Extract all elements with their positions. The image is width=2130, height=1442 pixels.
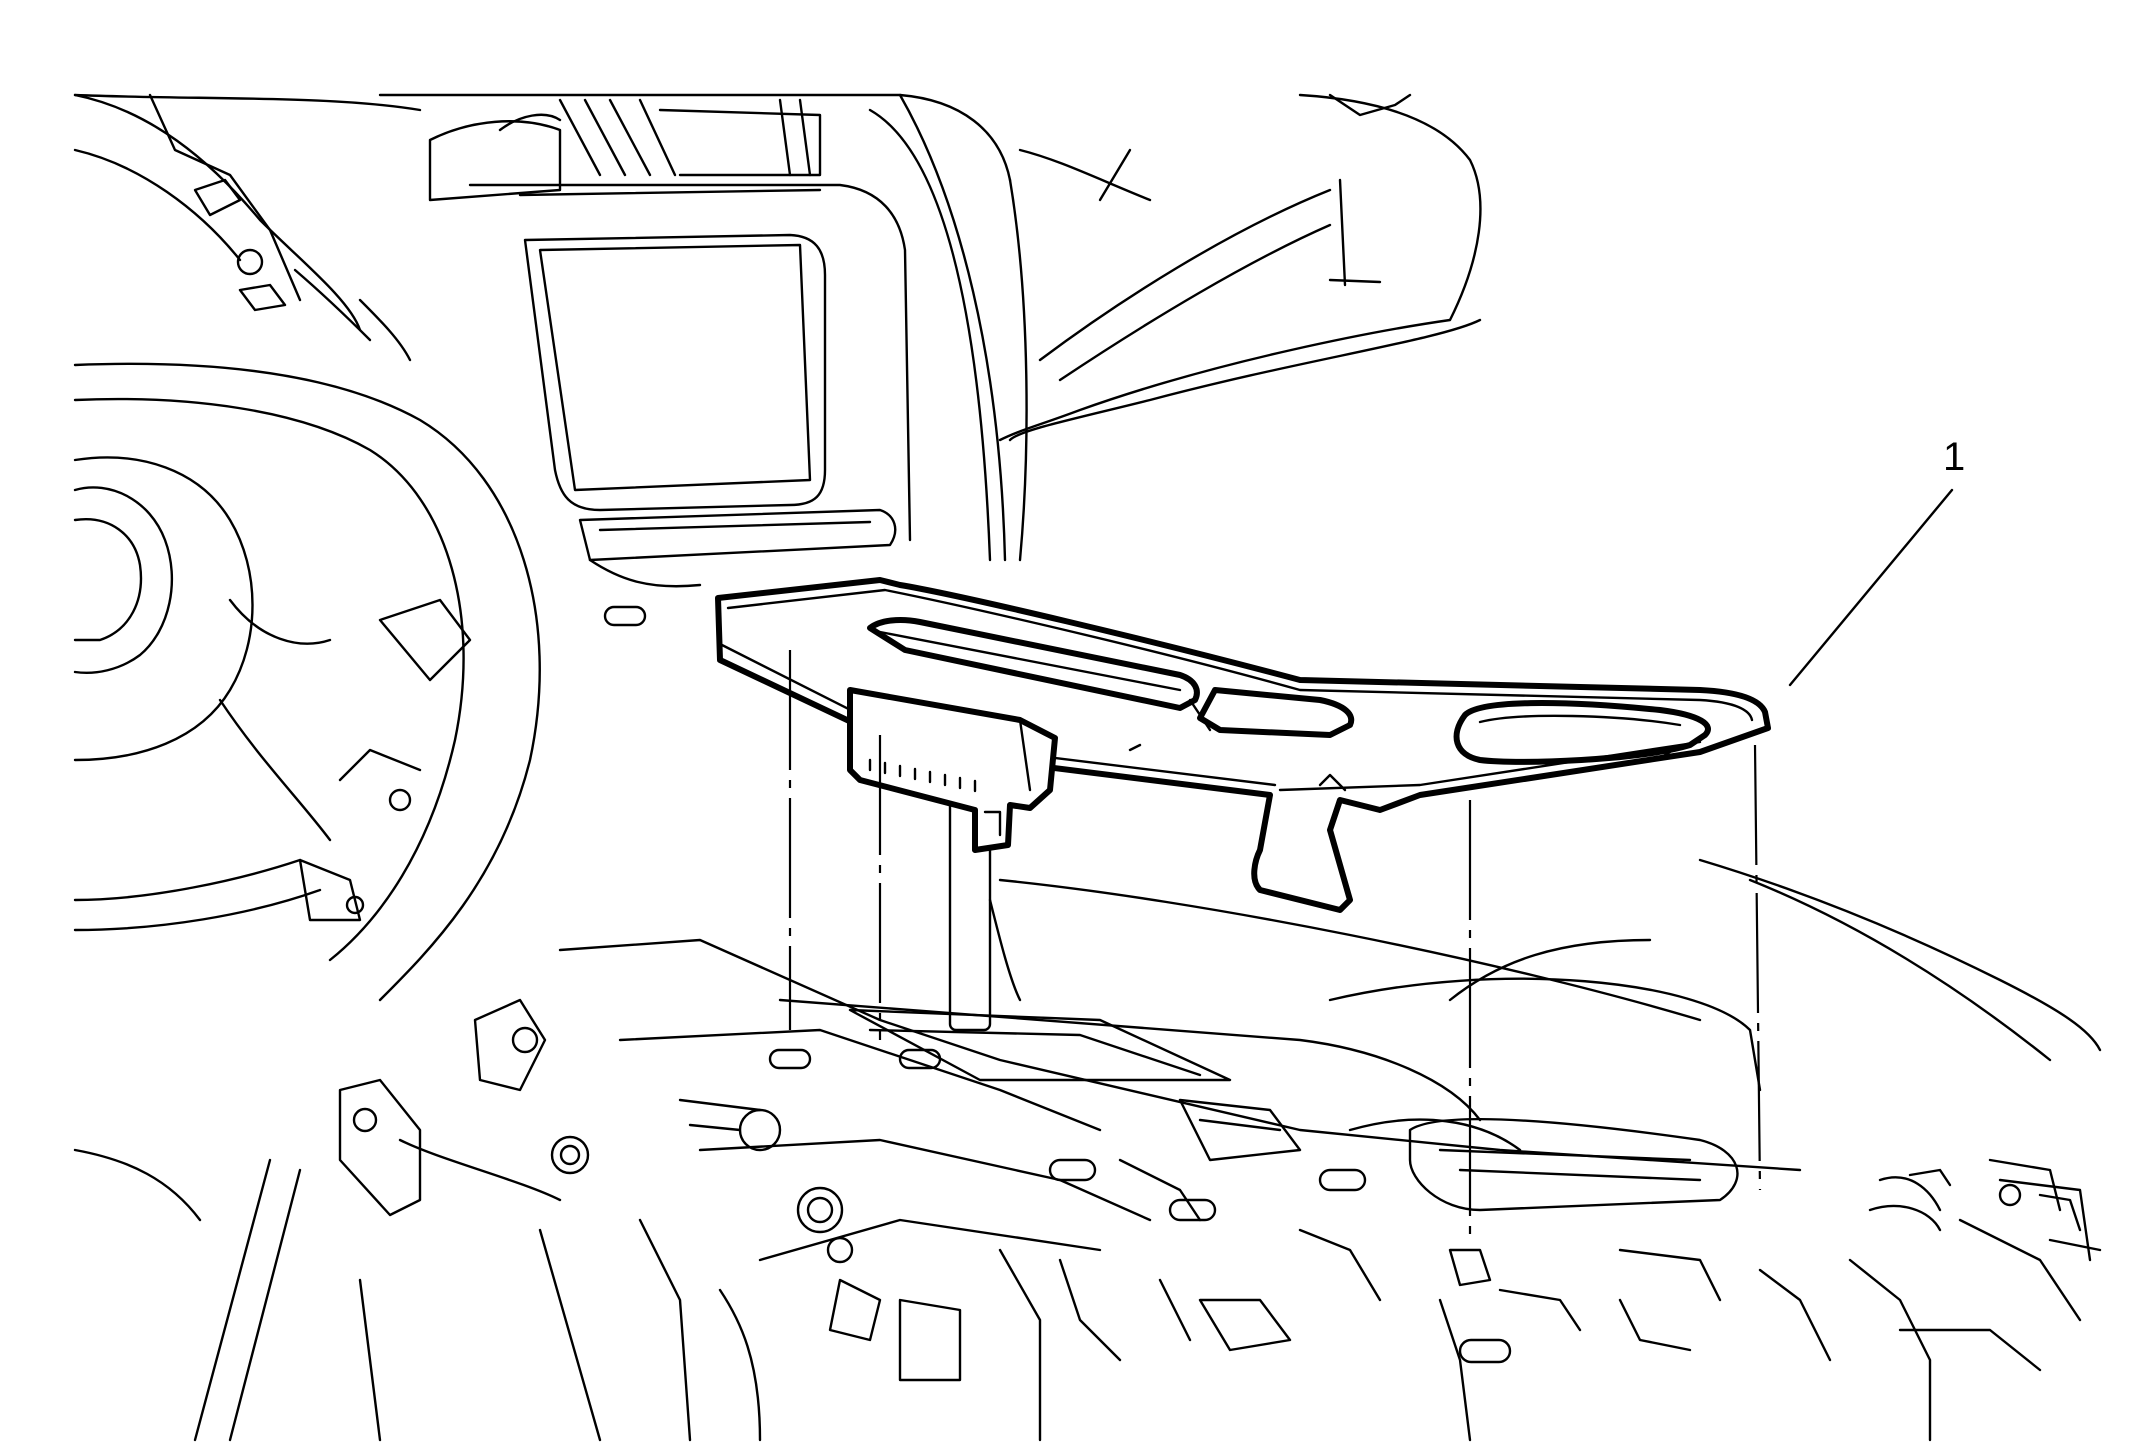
passenger-dash — [998, 93, 1482, 442]
callout-1: 1 — [1788, 435, 1965, 687]
floor-console — [558, 858, 2102, 1262]
console-slots — [603, 605, 1512, 1364]
console-trim-plate — [715, 577, 1771, 913]
steering-column-area — [148, 93, 472, 922]
gear-shift-area — [848, 758, 1302, 1222]
lower-dash-left — [73, 998, 602, 1442]
right-side-hardware — [1878, 1168, 2102, 1252]
center-air-vents — [428, 98, 822, 202]
steering-wheel — [73, 93, 541, 1002]
alignment-lines — [788, 650, 1762, 1240]
console-mechanisms — [550, 1098, 2092, 1442]
infotainment-display — [523, 233, 897, 588]
callout-number: 1 — [1943, 435, 1965, 479]
console-storage — [1328, 977, 1762, 1212]
instrument-panel-top — [73, 93, 1028, 562]
